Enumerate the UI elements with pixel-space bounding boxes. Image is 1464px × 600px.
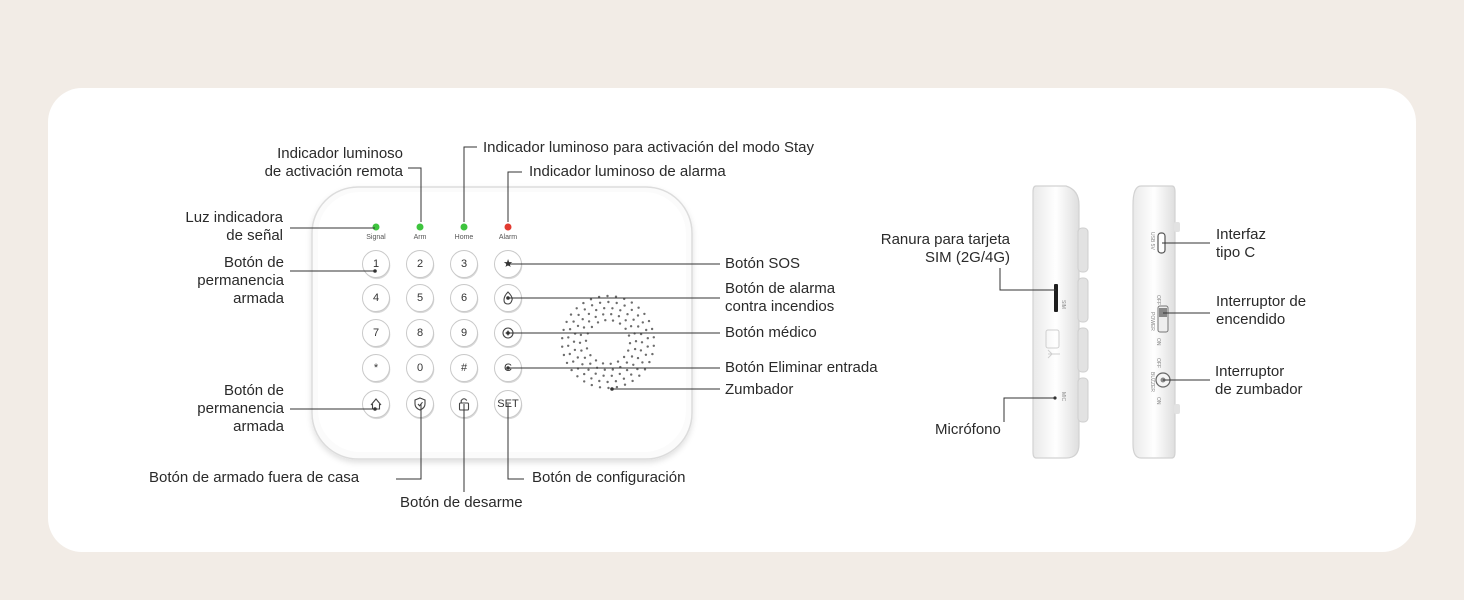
device-side-view-right: USB 5V POWER OFF ON BUZZER OFF ON bbox=[1132, 185, 1180, 459]
remote-activation-led-label: Indicador luminoso de activación remota bbox=[265, 145, 403, 181]
key-label: 3 bbox=[461, 258, 467, 270]
keypad-key[interactable]: 7 bbox=[362, 319, 391, 349]
power-text: POWER bbox=[1149, 312, 1155, 331]
keypad-key[interactable]: 3 bbox=[450, 250, 479, 280]
key-label: 9 bbox=[461, 327, 467, 339]
sim-text: SIM bbox=[1060, 300, 1066, 309]
leader-lines bbox=[290, 146, 1210, 492]
insert-arrow-icon bbox=[1047, 349, 1060, 359]
led-signal bbox=[372, 223, 380, 231]
stay-button-top-label: Botón de permanencia armada bbox=[197, 254, 284, 308]
usb-c-label: Interfaz tipo C bbox=[1216, 226, 1266, 262]
key-label: 8 bbox=[417, 327, 423, 339]
keypad-key[interactable]: 0 bbox=[406, 354, 435, 384]
label-line: SIM (2G/4G) bbox=[924, 249, 1010, 266]
stay-button-bottom-label: Botón de permanencia armada bbox=[197, 382, 284, 436]
key-label: 5 bbox=[417, 292, 423, 304]
sos-button-label: Botón SOS bbox=[725, 255, 801, 272]
label-line: armada bbox=[233, 290, 284, 307]
key-label: 4 bbox=[373, 292, 379, 304]
keypad-key[interactable]: 9 bbox=[450, 319, 479, 349]
label-line: Indicador luminoso bbox=[277, 145, 403, 162]
label-line: Interruptor de bbox=[1216, 293, 1307, 310]
label-line: permanencia bbox=[197, 400, 284, 417]
label-line: encendido bbox=[1216, 311, 1286, 328]
buzzer-text: BUZZER bbox=[1149, 372, 1155, 392]
label-line: contra incendios bbox=[725, 298, 835, 315]
diagram-card bbox=[48, 88, 1416, 552]
label-line: Interruptor bbox=[1215, 363, 1285, 380]
key-label: * bbox=[374, 362, 379, 374]
device-side-view-left: SIM MIC bbox=[1032, 185, 1089, 459]
disarm-button-label: Botón de desarme bbox=[400, 494, 523, 511]
clear-entry-button-label: Botón Eliminar entrada bbox=[725, 359, 878, 376]
label-line: armada bbox=[233, 418, 284, 435]
label-line: Botón de alarma bbox=[725, 280, 836, 297]
label-line: de activación remota bbox=[264, 163, 403, 180]
label-line: Ranura para tarjeta bbox=[880, 231, 1010, 248]
key-label: 7 bbox=[373, 327, 379, 339]
keypad-key[interactable]: 5 bbox=[406, 284, 435, 314]
keypad-key[interactable]: 4 bbox=[362, 284, 391, 314]
on-text: ON bbox=[1155, 397, 1161, 405]
keypad-key[interactable]: 1 bbox=[362, 250, 391, 280]
label-line: de señal bbox=[226, 227, 283, 244]
signal-led-label: Luz indicadora de señal bbox=[185, 209, 283, 245]
indicator-leds: Signal Arm Home Alarm bbox=[366, 223, 517, 241]
label-line: tipo C bbox=[1216, 244, 1256, 261]
medical-button-label: Botón médico bbox=[725, 324, 817, 341]
leader-dots bbox=[373, 262, 614, 411]
settings-button-label: Botón de configuración bbox=[532, 469, 686, 486]
mic-text: MIC bbox=[1060, 392, 1066, 402]
label-line: de zumbador bbox=[1215, 381, 1303, 398]
keypad-key[interactable]: 6 bbox=[450, 284, 479, 314]
key-label: 2 bbox=[417, 258, 423, 270]
stay-mode-led-label: Indicador luminoso para activación del m… bbox=[483, 139, 815, 156]
keypad-key[interactable]: 8 bbox=[406, 319, 435, 349]
key-label: 1 bbox=[373, 258, 379, 270]
buzzer-switch-label: Interruptor de zumbador bbox=[1215, 363, 1303, 399]
off-text: OFF bbox=[1155, 295, 1161, 305]
sim-slot bbox=[1054, 284, 1058, 312]
led-label-home: Home bbox=[455, 234, 474, 241]
label-line: permanencia bbox=[197, 272, 284, 289]
key-label: 6 bbox=[461, 292, 467, 304]
label-line: Luz indicadora bbox=[185, 209, 283, 226]
key-label: 0 bbox=[417, 362, 423, 374]
keypad-key[interactable]: 2 bbox=[406, 250, 435, 280]
buzzer-label: Zumbador bbox=[725, 381, 794, 398]
key-label: # bbox=[461, 362, 468, 374]
key-home-icon[interactable] bbox=[362, 390, 391, 420]
sim-slot-label: Ranura para tarjeta SIM (2G/4G) bbox=[881, 231, 1010, 267]
power-switch-label: Interruptor de encendido bbox=[1216, 293, 1306, 329]
led-arm bbox=[416, 223, 424, 231]
usb-text: USB 5V bbox=[1149, 232, 1155, 250]
keypad-key[interactable]: # bbox=[450, 354, 479, 384]
on-text: ON bbox=[1155, 338, 1161, 346]
away-arm-button-label: Botón de armado fuera de casa bbox=[149, 469, 360, 486]
fire-button-label: Botón de alarma contra incendios bbox=[725, 280, 835, 316]
microphone-label: Micrófono bbox=[935, 421, 1001, 438]
alarm-led-label: Indicador luminoso de alarma bbox=[529, 163, 726, 180]
led-home bbox=[460, 223, 468, 231]
off-text: OFF bbox=[1155, 358, 1161, 368]
led-label-alarm: Alarm bbox=[499, 234, 517, 241]
led-label-signal: Signal bbox=[366, 234, 386, 241]
label-line: Botón de bbox=[223, 254, 284, 271]
led-alarm bbox=[504, 223, 512, 231]
label-line: Interfaz bbox=[1216, 226, 1267, 243]
label-line: Botón de bbox=[223, 382, 284, 399]
sim-card-icon bbox=[1045, 329, 1060, 349]
led-label-arm: Arm bbox=[414, 234, 427, 241]
keypad-key[interactable]: * bbox=[362, 354, 391, 384]
